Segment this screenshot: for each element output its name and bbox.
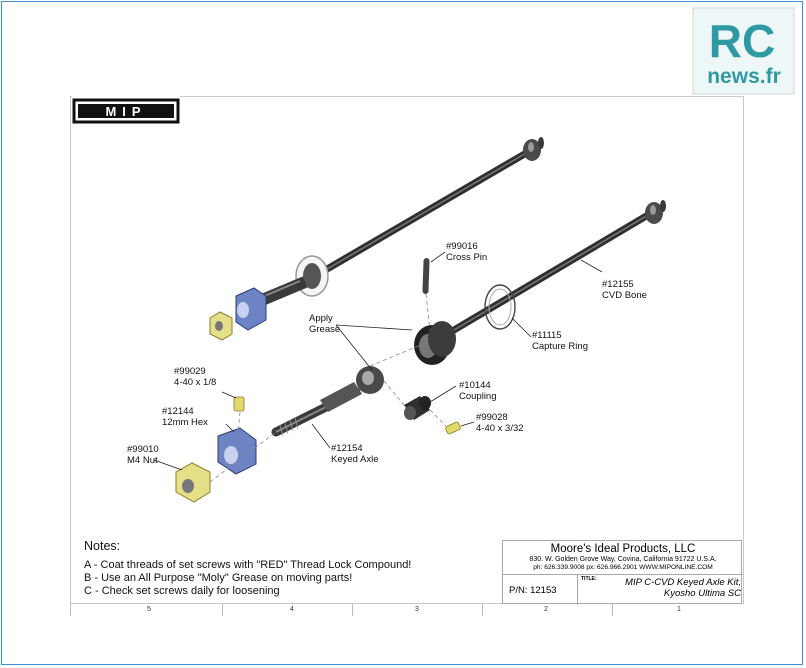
callout-99028: #99028 4-40 x 3/32 xyxy=(476,412,524,434)
callout-10144-name: Coupling xyxy=(459,391,497,402)
callout-10144-number: #10144 xyxy=(459,380,491,391)
zone-divider xyxy=(482,604,483,616)
capture-ring xyxy=(484,284,516,330)
drawing-sheet xyxy=(70,96,744,604)
callout-12144: #12144 12mm Hex xyxy=(162,406,208,428)
callout-11115: #11115 Capture Ring xyxy=(532,330,588,352)
callout-12154-name: Keyed Axle xyxy=(331,454,379,465)
company-name: Moore's Ideal Products, LLC xyxy=(550,543,696,555)
rc-news-logo: RC news.fr xyxy=(692,7,795,95)
set-screw-99029 xyxy=(233,396,245,412)
callout-99016: #99016 Cross Pin xyxy=(446,241,487,263)
callout-99029-number: #99029 xyxy=(174,366,206,377)
callout-apply-grease-line2: Grease xyxy=(309,324,341,335)
callout-apply-grease: Apply Grease xyxy=(309,313,340,335)
coupling xyxy=(404,396,431,420)
upper-hex-hub xyxy=(235,287,267,331)
callout-10144: #10144 Coupling xyxy=(459,380,497,402)
callout-99010-number: #99010 xyxy=(127,444,159,455)
callout-99016-name: Cross Pin xyxy=(446,252,488,263)
kit-title-line2: Kyosho Ultima SC xyxy=(663,588,741,599)
zone-divider xyxy=(612,604,613,616)
mip-logo-text: MIP xyxy=(105,104,146,119)
zone-divider xyxy=(222,604,223,616)
company-phone: ph: 626.339.9008 px: 626.966.2901 WWW.MI… xyxy=(533,564,713,571)
zone-label: 4 xyxy=(290,606,294,613)
rc-logo-text: RC xyxy=(709,15,775,67)
lower-cvd-assembly xyxy=(414,200,666,365)
set-screw-99028 xyxy=(445,421,461,435)
zone-divider xyxy=(352,604,353,616)
callout-12144-number: #12144 xyxy=(162,406,194,417)
mip-logo: MIP xyxy=(72,96,180,126)
title-label: TITLE: xyxy=(581,576,597,582)
notes-title: Notes: xyxy=(84,539,121,553)
note-a: A - Coat threads of set screws with "RED… xyxy=(84,559,412,571)
callout-99016-number: #99016 xyxy=(446,241,478,252)
callout-12155-name: CVD Bone xyxy=(602,290,647,301)
callout-12154-number: #12154 xyxy=(331,443,363,454)
callout-11115-name: Capture Ring xyxy=(532,341,588,352)
zone-label: 5 xyxy=(147,606,151,613)
callout-12154: #12154 Keyed Axle xyxy=(331,443,379,465)
kit-title-line1: MIP C-CVD Keyed Axle Kit, xyxy=(625,577,741,588)
callout-12155: #12155 CVD Bone xyxy=(602,279,647,301)
zone-label: 3 xyxy=(415,606,419,613)
upper-cvd-assembly xyxy=(209,137,544,341)
note-b: B - Use an All Purpose "Moly" Grease on … xyxy=(84,572,353,584)
title-block-separator xyxy=(577,574,578,605)
callout-apply-grease-line1: Apply xyxy=(309,313,333,324)
title-block-divider xyxy=(503,574,743,575)
rc-logo-subtext: news.fr xyxy=(707,65,781,88)
company-address: 830. W. Golden Grove Way, Covina, Califo… xyxy=(529,556,717,563)
callout-12144-name: 12mm Hex xyxy=(162,417,208,428)
part-number: P/N: 12153 xyxy=(509,585,557,596)
callout-99029-name: 4-40 x 1/8 xyxy=(174,377,217,388)
callout-99010: #99010 M4 Nut xyxy=(127,444,159,466)
callout-12155-number: #12155 xyxy=(602,279,634,290)
zone-label: 1 xyxy=(677,606,681,613)
cross-pin xyxy=(422,258,430,294)
callout-99029: #99029 4-40 x 1/8 xyxy=(174,366,216,388)
keyed-axle-assembly xyxy=(175,366,461,503)
title-block: Moore's Ideal Products, LLC 830. W. Gold… xyxy=(502,540,743,605)
zone-label: 2 xyxy=(544,606,548,613)
callout-99028-name: 4-40 x 3/32 xyxy=(476,423,524,434)
callout-99010-name: M4 Nut xyxy=(127,455,158,466)
callout-11115-number: #11115 xyxy=(532,330,562,341)
callout-99028-number: #99028 xyxy=(476,412,508,423)
note-c: C - Check set screws daily for loosening xyxy=(84,585,280,597)
zone-divider xyxy=(70,604,71,616)
notes-section: Notes: A - Coat threads of set screws wi… xyxy=(84,540,411,598)
